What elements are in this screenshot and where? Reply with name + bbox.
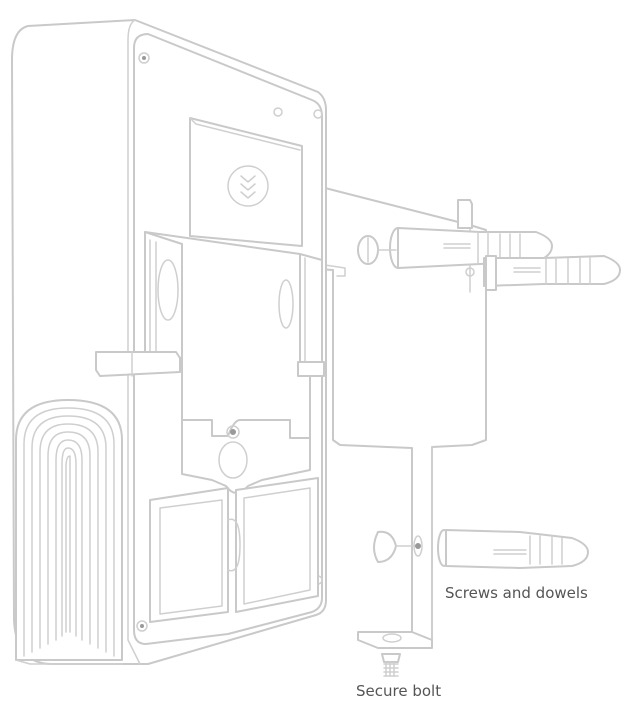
secure-bolt <box>381 653 401 677</box>
device-body <box>11 19 327 665</box>
speaker-grille <box>15 399 123 665</box>
screws-and-dowels-label: Screws and dowels <box>445 584 588 602</box>
secure-bolt-label: Secure bolt <box>356 682 442 700</box>
wall-bracket <box>299 149 487 649</box>
screws-and-dowels <box>357 227 621 569</box>
